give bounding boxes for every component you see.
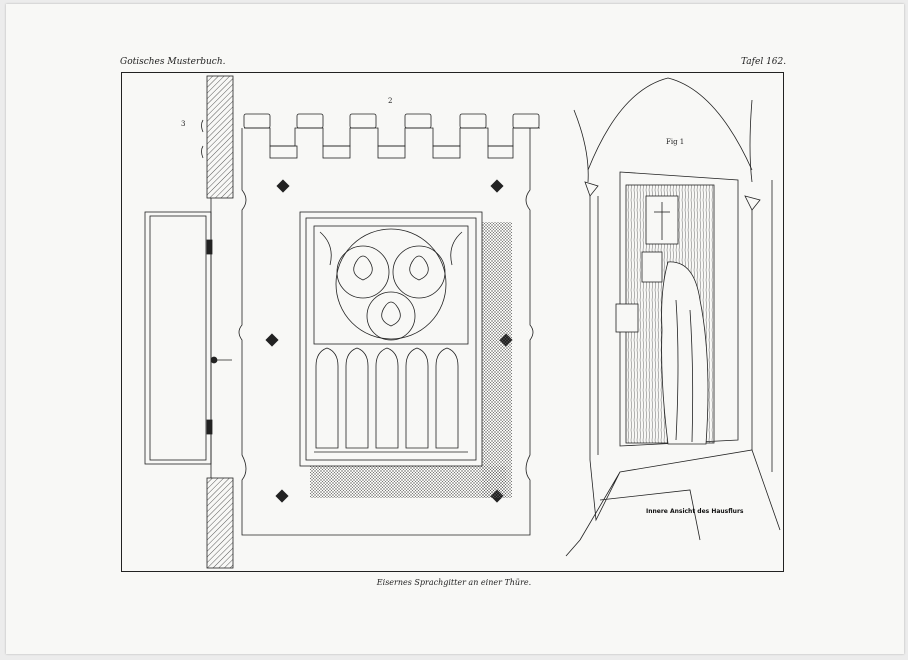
figure-label-2: 2 xyxy=(388,97,393,105)
grille-figure xyxy=(238,113,540,536)
plate-paper xyxy=(6,4,904,654)
interior-view-caption: Innere Ansicht des Hausflurs xyxy=(646,508,744,515)
interior-view-figure xyxy=(565,77,781,557)
plate-number: Tafel 162. xyxy=(741,57,787,67)
plate-frame xyxy=(121,72,784,572)
wall-section-figure xyxy=(144,75,234,569)
book-title: Gotisches Musterbuch. xyxy=(120,57,226,67)
plate-caption: Eisernes Sprachgitter an einer Thüre. xyxy=(376,578,532,587)
figure-label-3: 3 xyxy=(181,120,186,128)
figure-label-1: Fig 1 xyxy=(666,138,685,146)
